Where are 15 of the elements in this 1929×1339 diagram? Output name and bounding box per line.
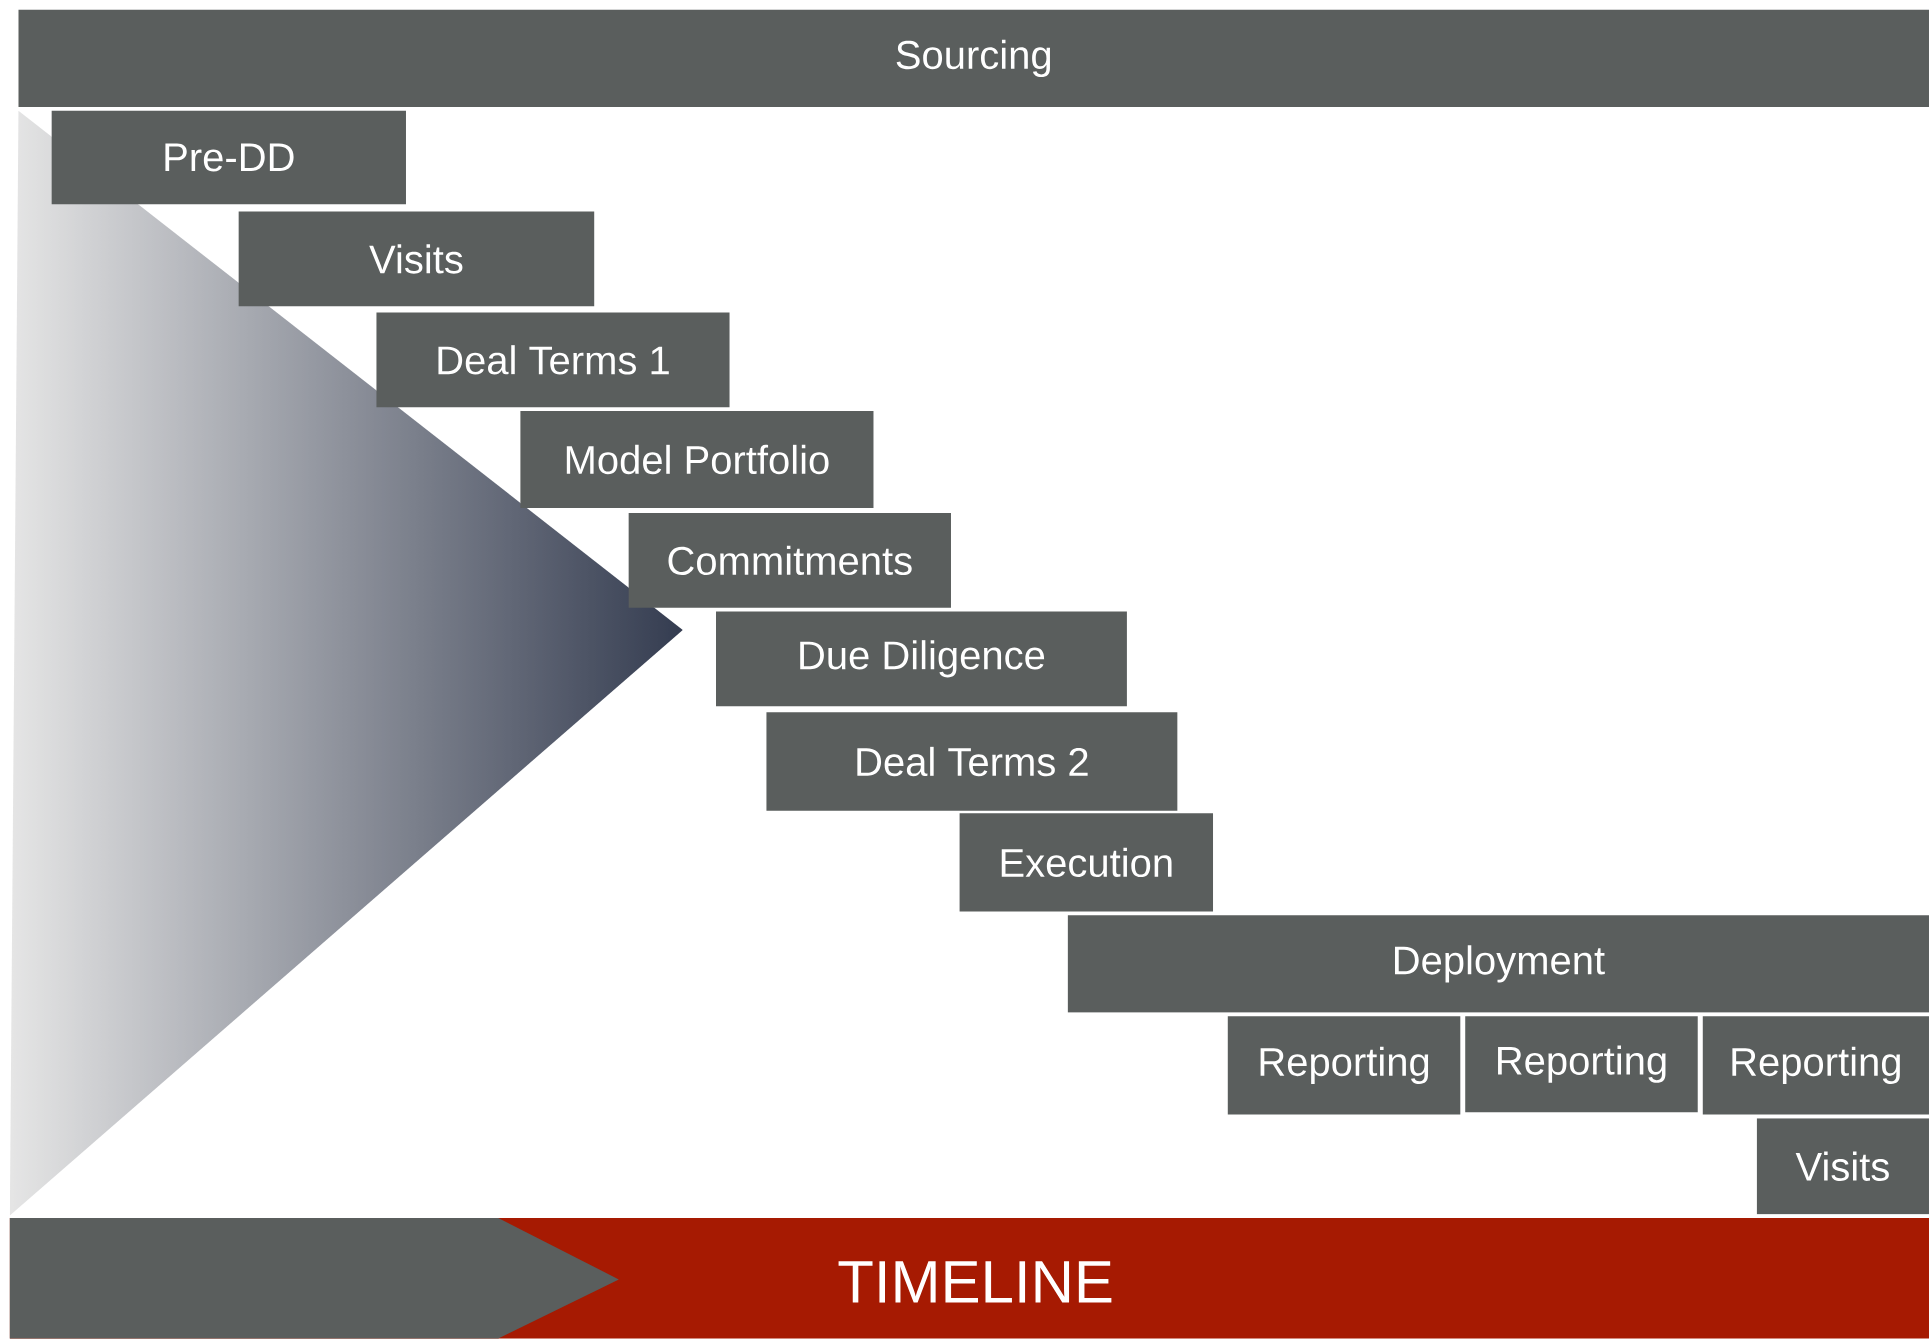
stage-box: Deal Terms 2 xyxy=(766,712,1178,811)
stage-box: Deal Terms 1 xyxy=(376,312,730,408)
stage-box: Commitments xyxy=(628,513,951,608)
stage-box: Visits xyxy=(1756,1118,1929,1215)
stage-box: Sourcing xyxy=(18,9,1929,108)
stage-box: Due Diligence xyxy=(716,611,1127,707)
stage-box: Reporting xyxy=(1227,1016,1461,1115)
stage-box: Pre-DD xyxy=(51,110,406,205)
stage-box: Visits xyxy=(238,211,595,307)
stage-box: Model Portfolio xyxy=(520,410,874,509)
timeline-bar: TIMELINE xyxy=(9,1217,1929,1339)
stage-box: Reporting xyxy=(1702,1016,1929,1115)
stage-box: Reporting xyxy=(1465,1016,1698,1113)
stage-box: Execution xyxy=(959,813,1213,912)
stage-box: Deployment xyxy=(1067,915,1929,1013)
